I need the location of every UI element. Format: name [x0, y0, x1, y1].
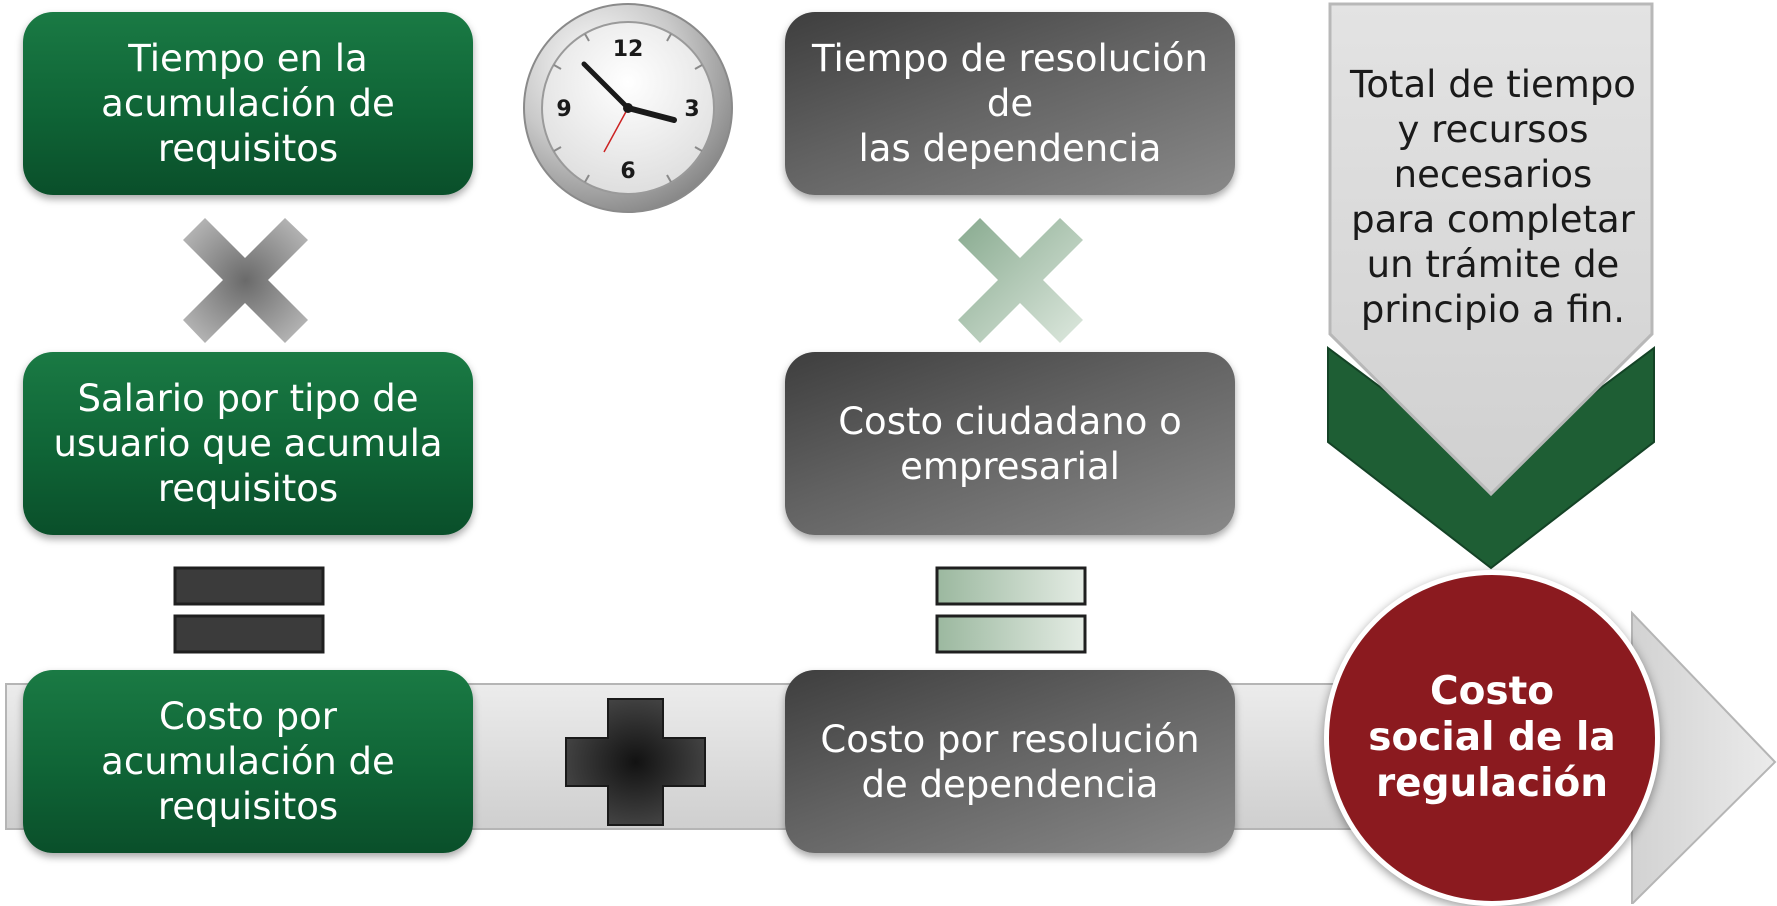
- plus-icon: [565, 698, 706, 826]
- salary-box: Salario por tipo de usuario que acumula …: [23, 352, 473, 535]
- clock-label-9: 9: [556, 97, 571, 122]
- equals-icon: [935, 566, 1087, 654]
- total-chevron: [1327, 2, 1655, 570]
- resolution-time-box: Tiempo de resolución de las dependencia: [785, 12, 1235, 195]
- clock-label-3: 3: [684, 97, 699, 122]
- salary-label: Salario por tipo de usuario que acumula …: [53, 377, 443, 510]
- clock-label-12: 12: [613, 37, 644, 62]
- resolution-cost-box: Costo por resolución de dependencia: [785, 670, 1235, 853]
- time-accumulation-label: Tiempo en la acumulación de requisitos: [101, 37, 395, 170]
- clock-label-6: 6: [620, 159, 635, 184]
- resolution-cost-label: Costo por resolución de dependencia: [820, 717, 1200, 806]
- time-accumulation-box: Tiempo en la acumulación de requisitos: [23, 12, 473, 195]
- clock-icon: 12 3 6 9: [523, 3, 733, 213]
- social-cost-label: Costo social de la regulación: [1368, 669, 1616, 806]
- accumulation-cost-label: Costo por acumulación de requisitos: [101, 695, 395, 828]
- resolution-time-label: Tiempo de resolución de las dependencia: [812, 37, 1208, 170]
- equals-icon: [173, 566, 325, 654]
- total-description: Total de tiempo y recursos necesarios pa…: [1350, 63, 1636, 331]
- citizen-cost-box: Costo ciudadano o empresarial: [785, 352, 1235, 535]
- accumulation-cost-box: Costo por acumulación de requisitos: [23, 670, 473, 853]
- multiply-icon: [183, 218, 308, 343]
- citizen-cost-label: Costo ciudadano o empresarial: [838, 399, 1182, 488]
- multiply-icon: [958, 218, 1083, 343]
- social-cost-result: Costo social de la regulación: [1324, 570, 1660, 906]
